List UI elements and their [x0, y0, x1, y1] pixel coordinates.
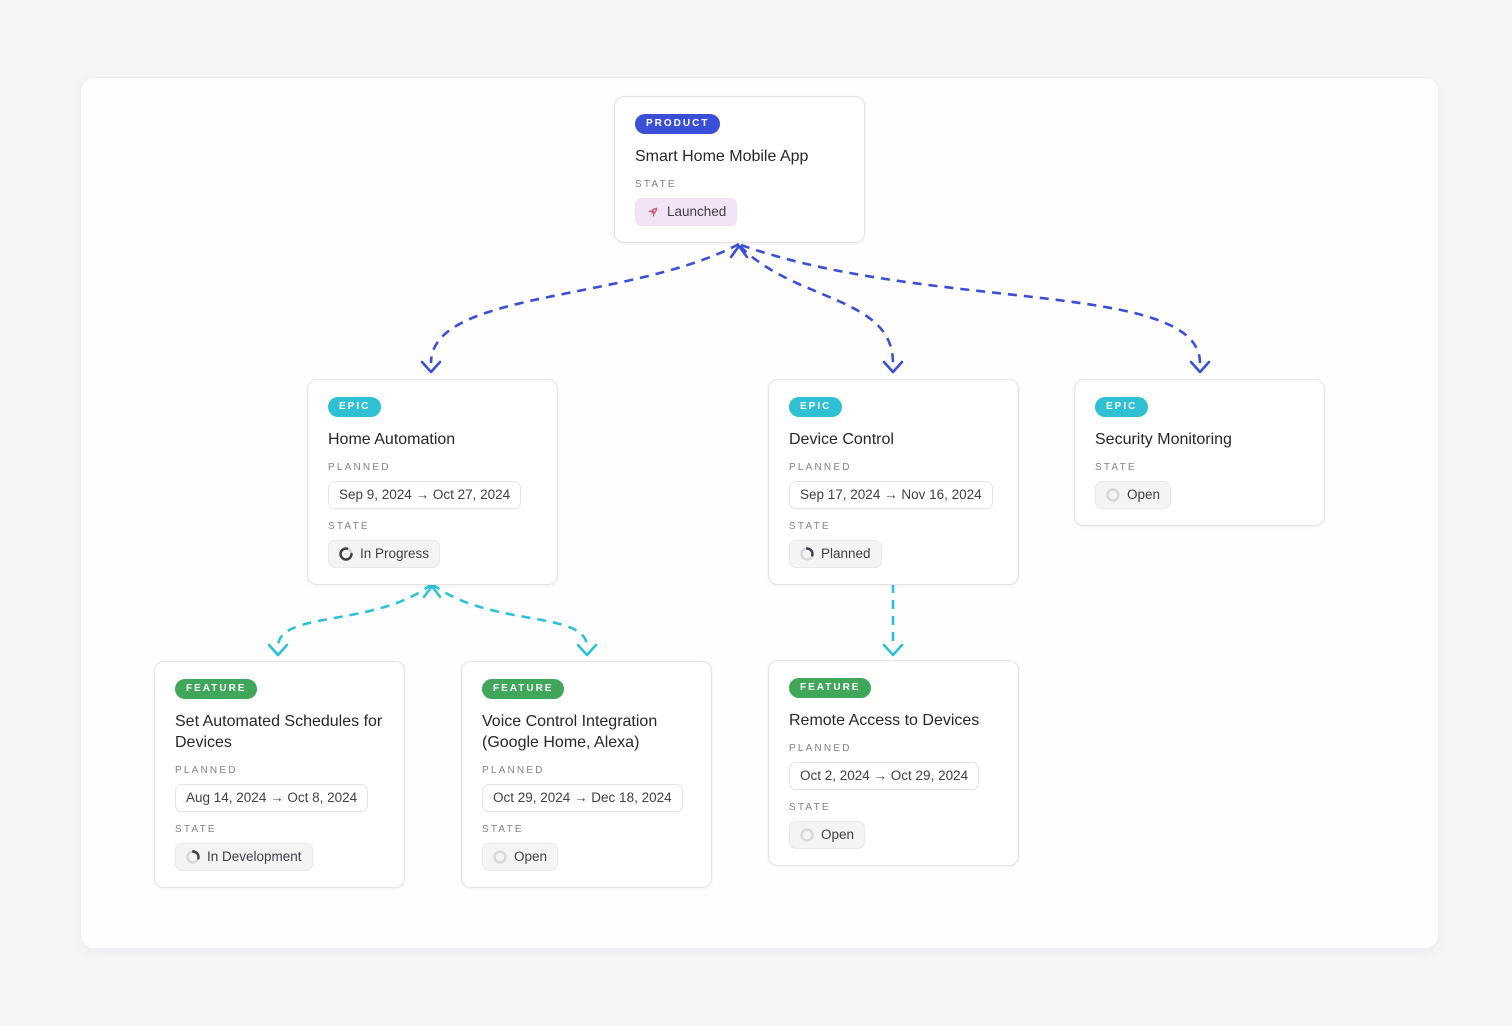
- node-title: Voice Control Integration (Google Home, …: [482, 713, 658, 751]
- node-title: Device Control: [789, 431, 894, 448]
- state-label: STATE: [635, 179, 677, 190]
- state-badge: Open: [1095, 481, 1172, 509]
- product-badge: PRODUCT: [635, 114, 721, 134]
- state-label: STATE: [328, 521, 370, 532]
- node-title: Home Automation: [328, 431, 456, 448]
- node-product-smart-home-mobile-app[interactable]: PRODUCT Smart Home Mobile App STATE Laun…: [614, 96, 865, 243]
- feature-badge: FEATURE: [482, 679, 565, 699]
- state-badge: Open: [789, 821, 866, 849]
- planned-label: PLANNED: [328, 462, 391, 473]
- state-label: STATE: [789, 802, 831, 813]
- epic-badge: EPIC: [1095, 397, 1149, 417]
- node-epic-home-automation[interactable]: EPIC Home Automation PLANNED Sep 9, 2024…: [307, 379, 558, 585]
- epic-badge: EPIC: [789, 397, 843, 417]
- node-epic-device-control[interactable]: EPIC Device Control PLANNED Sep 17, 2024…: [768, 379, 1019, 585]
- planned-date-range: Oct 29, 2024 → Dec 18, 2024: [482, 784, 683, 812]
- state-text: Open: [514, 849, 548, 864]
- in-development-partial-ring-icon: [186, 850, 200, 864]
- node-title: Security Monitoring: [1095, 431, 1232, 448]
- state-text: Open: [1127, 487, 1161, 502]
- planned-label: PLANNED: [175, 765, 238, 776]
- state-label: STATE: [175, 824, 217, 835]
- in-progress-spinner-icon: [339, 547, 353, 561]
- feature-badge: FEATURE: [789, 678, 872, 698]
- state-text: In Progress: [360, 546, 430, 561]
- state-text: Planned: [821, 546, 871, 561]
- open-ring-icon: [1106, 488, 1120, 502]
- open-ring-icon: [493, 850, 507, 864]
- node-title: Set Automated Schedules for Devices: [175, 713, 383, 751]
- state-text: Launched: [667, 204, 727, 219]
- state-badge: Launched: [635, 198, 738, 226]
- node-feature-voice-control-integration[interactable]: FEATURE Voice Control Integration (Googl…: [461, 661, 712, 888]
- state-label: STATE: [482, 824, 524, 835]
- state-badge: In Progress: [328, 540, 441, 568]
- open-ring-icon: [800, 828, 814, 842]
- planned-date-range: Sep 9, 2024 → Oct 27, 2024: [328, 481, 522, 509]
- node-feature-set-automated-schedules[interactable]: FEATURE Set Automated Schedules for Devi…: [154, 661, 405, 888]
- planned-date-range: Aug 14, 2024 → Oct 8, 2024: [175, 784, 369, 812]
- state-text: Open: [821, 827, 855, 842]
- state-badge: Planned: [789, 540, 882, 568]
- planned-label: PLANNED: [789, 462, 852, 473]
- planned-label: PLANNED: [789, 743, 852, 754]
- node-title: Smart Home Mobile App: [635, 148, 809, 165]
- state-badge: In Development: [175, 843, 313, 871]
- planned-label: PLANNED: [482, 765, 545, 776]
- state-label: STATE: [789, 521, 831, 532]
- planned-date-range: Sep 17, 2024 → Nov 16, 2024: [789, 481, 993, 509]
- planned-partial-ring-icon: [800, 547, 814, 561]
- state-label: STATE: [1095, 462, 1137, 473]
- epic-badge: EPIC: [328, 397, 382, 417]
- state-badge: Open: [482, 843, 559, 871]
- rocket-icon: [648, 207, 658, 217]
- node-feature-remote-access[interactable]: FEATURE Remote Access to Devices PLANNED…: [768, 660, 1019, 866]
- node-title: Remote Access to Devices: [789, 712, 980, 729]
- state-text: In Development: [207, 849, 302, 864]
- planned-date-range: Oct 2, 2024 → Oct 29, 2024: [789, 762, 980, 790]
- feature-badge: FEATURE: [175, 679, 258, 699]
- node-epic-security-monitoring[interactable]: EPIC Security Monitoring STATE Open: [1074, 379, 1325, 526]
